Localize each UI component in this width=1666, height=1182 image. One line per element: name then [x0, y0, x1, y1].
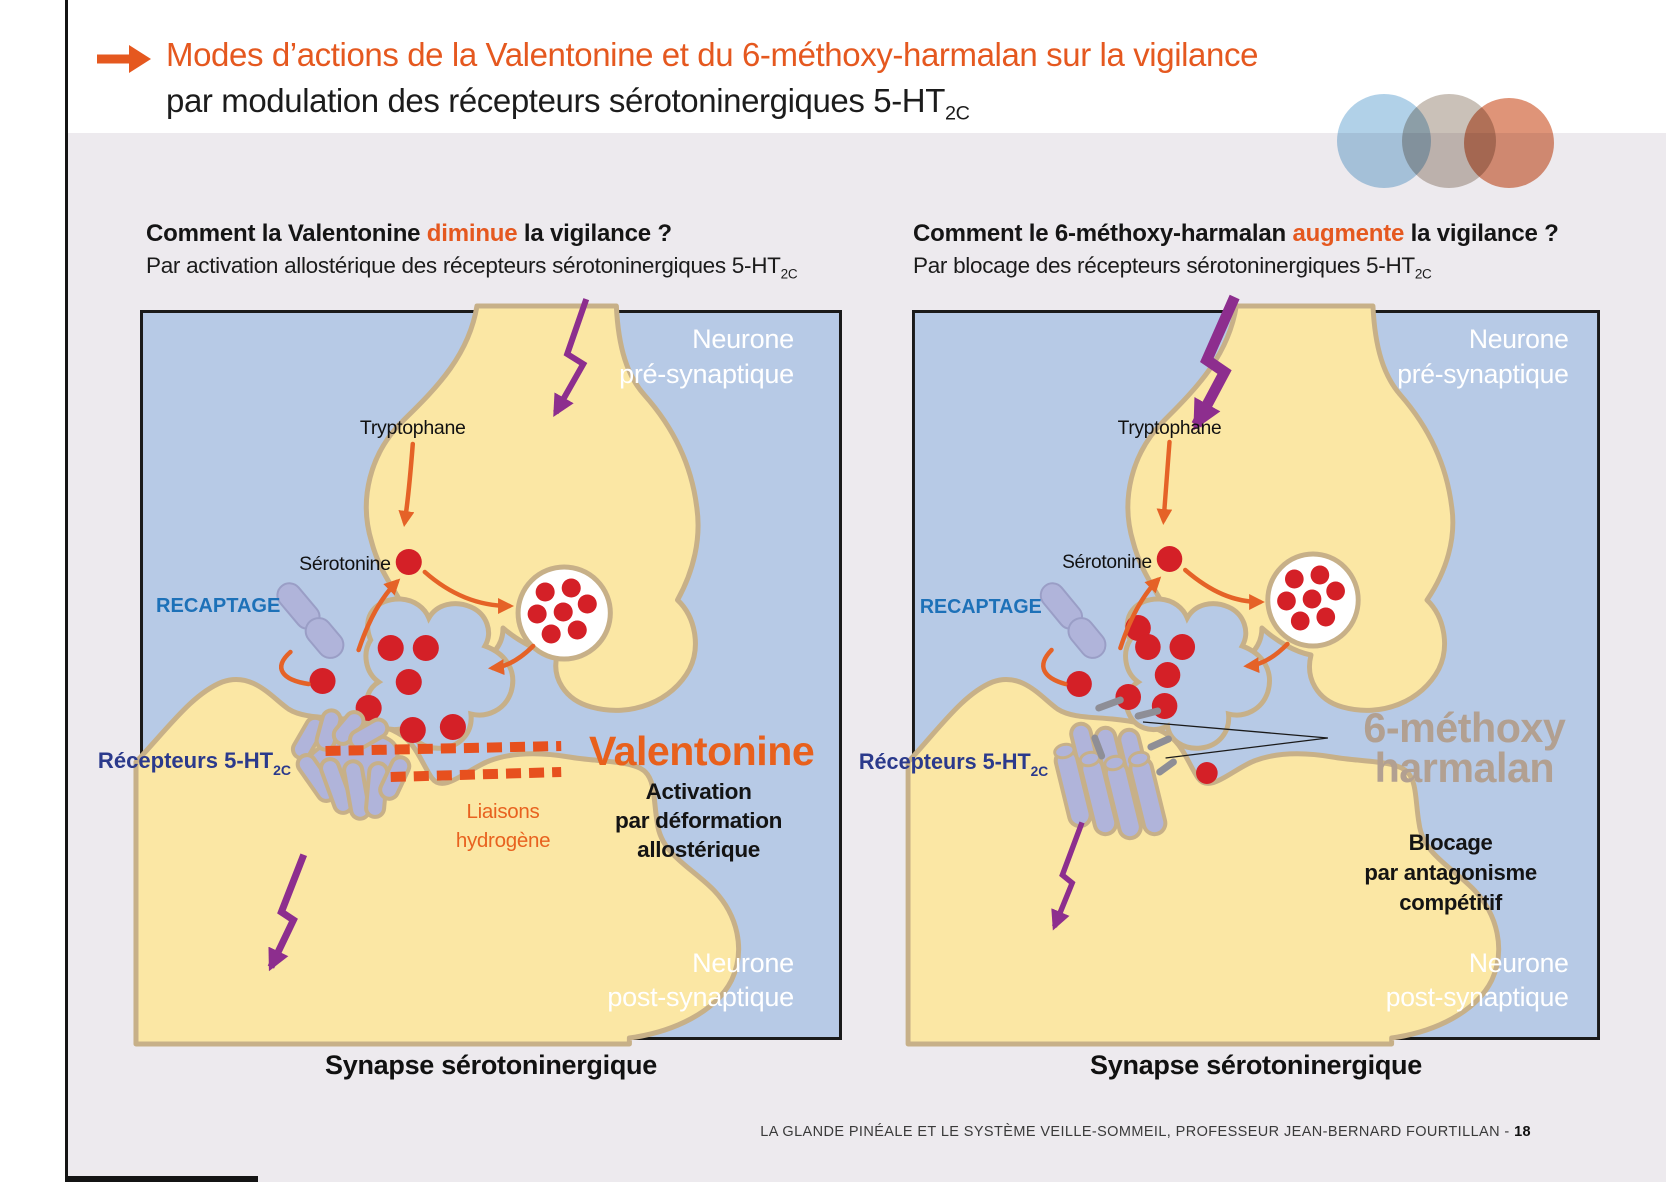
right-question-heading: Comment le 6-méthoxy-harmalan augmente l… — [913, 220, 1643, 282]
serotonin-to-vesicle-arrow — [1183, 567, 1265, 610]
drug-name-line2: harmalan — [1375, 744, 1555, 791]
receptors-label: Récepteurs 5-HT2C — [98, 748, 291, 778]
mechanism-line2: par déformation — [615, 808, 782, 833]
nerve-impulse-bolt-top-icon — [1191, 294, 1240, 431]
recaptage-label: RECAPTAGE — [156, 595, 280, 617]
receptors-label-main: Récepteurs 5-HT — [98, 748, 274, 773]
left-question-subtitle: Par activation allostérique des récepteu… — [146, 253, 876, 282]
nerve-impulse-bolt-bottom-icon — [267, 853, 308, 972]
page-title: Modes d’actions de la Valentonine et du … — [166, 36, 1259, 73]
hydrogen-bond-dashes — [325, 741, 562, 782]
tryptophane-to-serotonin-arrow — [1156, 439, 1173, 525]
footer-text: LA GLANDE PINÉALE ET LE SYSTÈME VEILLE-S… — [760, 1124, 1515, 1140]
bottom-left-bar — [66, 1176, 258, 1182]
left-margin-rule — [65, 0, 68, 1182]
footer: LA GLANDE PINÉALE ET LE SYSTÈME VEILLE-S… — [760, 1124, 1531, 1140]
post-synaptic-label-line2: post-synaptique — [1386, 982, 1569, 1012]
left-question-highlight: diminue — [426, 220, 518, 247]
mechanism-line2: par antagonisme — [1364, 860, 1536, 885]
blocked-serotonin-dot — [1196, 762, 1218, 784]
left-question-heading: Comment la Valentonine diminue la vigila… — [146, 220, 876, 282]
post-synaptic-neuron — [905, 677, 1502, 1047]
serotonine-label: Sérotonine — [1062, 552, 1152, 573]
drug-name-line1: 6-méthoxy — [1363, 704, 1565, 751]
title-arrow-icon — [97, 45, 151, 73]
right-question-line: Comment le 6-méthoxy-harmalan augmente l… — [913, 220, 1643, 248]
vesicle — [515, 564, 613, 662]
drug-name-valentonine: Valentonine — [589, 728, 814, 774]
bonds-label-line1: Liaisons — [467, 800, 540, 823]
page-number: 18 — [1514, 1124, 1531, 1140]
right-synapse-diagram: Neurone pré-synaptique Tryptophane Sérot… — [859, 294, 1600, 1047]
mechanism-line3: compétitif — [1399, 890, 1503, 915]
serotonine-label: Sérotonine — [299, 553, 391, 575]
post-synaptic-label-line1: Neurone — [692, 948, 794, 978]
receptors-label-sub: 2C — [273, 762, 291, 778]
page-subtitle-text: par modulation des récepteurs sérotonine… — [166, 82, 945, 119]
post-synaptic-label-line2: post-synaptique — [607, 982, 793, 1012]
mechanism-line3: allostérique — [637, 837, 760, 862]
recaptage-arc — [1041, 647, 1068, 687]
right-question-highlight: augmente — [1292, 220, 1405, 247]
left-subtitle-text: Par activation allostérique des récepteu… — [146, 253, 781, 278]
pre-synaptic-label-line2: pré-synaptique — [619, 359, 794, 389]
left-question-post: la vigilance ? — [517, 220, 672, 247]
recaptage-arc — [279, 649, 311, 687]
right-subtitle-text: Par blocage des récepteurs sérotoninergi… — [913, 253, 1415, 278]
left-question-pre: Comment la Valentonine — [146, 220, 427, 247]
serotonin-dot — [395, 549, 422, 575]
nerve-impulse-bolt-bottom-icon — [1051, 821, 1085, 931]
left-caption: Synapse sérotoninergique — [325, 1050, 657, 1080]
left-synapse-diagram: Neurone pré-synaptique Tryptophane Sérot… — [98, 298, 842, 1047]
tryptophane-label: Tryptophane — [1118, 418, 1222, 439]
recaptage-transporter — [276, 582, 345, 659]
receptors-label-sub: 2C — [1031, 763, 1049, 779]
nerve-impulse-bolt-top-icon — [553, 298, 590, 417]
receptors-label-main: Récepteurs 5-HT — [859, 749, 1031, 774]
recycle-up-arrow — [1118, 576, 1162, 651]
left-subtitle-subscript: 2C — [780, 266, 798, 282]
serotonin-released-dots — [1066, 615, 1196, 719]
decorative-circles — [1337, 94, 1554, 188]
tryptophane-label: Tryptophane — [360, 417, 466, 439]
receptor-cluster-5ht2c — [1053, 721, 1168, 841]
serotonin-to-vesicle-arrow — [422, 569, 515, 614]
pointer-lines — [1142, 721, 1328, 759]
right-question-post: la vigilance ? — [1404, 220, 1559, 247]
vesicle-to-cleft-arrow — [1243, 641, 1290, 674]
serotonin-released-dots — [309, 635, 466, 743]
left-question-line: Comment la Valentonine diminue la vigila… — [146, 220, 876, 248]
receptors-label: Récepteurs 5-HT2C — [859, 749, 1048, 779]
orange-circle — [1464, 98, 1554, 188]
recaptage-label: RECAPTAGE — [920, 596, 1042, 618]
right-caption: Synapse sérotoninergique — [1090, 1050, 1422, 1080]
tryptophane-to-serotonin-arrow — [398, 441, 416, 527]
blockade-dashes — [1091, 696, 1177, 776]
vesicle-to-cleft-arrow — [488, 643, 536, 676]
page-subtitle: par modulation des récepteurs sérotonine… — [166, 82, 970, 126]
pre-synaptic-label-line1: Neurone — [692, 324, 794, 354]
serotonin-dot — [1156, 546, 1183, 572]
recycle-up-arrow — [356, 578, 401, 653]
pre-synaptic-label-line2: pré-synaptique — [1397, 359, 1568, 389]
right-subtitle-subscript: 2C — [1414, 266, 1432, 282]
bonds-label-line2: hydrogène — [456, 829, 550, 852]
recaptage-transporter — [1039, 582, 1107, 659]
blue-circle — [1337, 94, 1431, 188]
right-question-subtitle: Par blocage des récepteurs sérotoninergi… — [913, 253, 1643, 282]
mechanism-line1: Blocage — [1409, 830, 1493, 855]
vesicle — [1265, 551, 1361, 649]
page-subtitle-subscript: 2C — [944, 102, 970, 125]
post-synaptic-label-line1: Neurone — [1469, 948, 1569, 978]
mechanism-line1: Activation — [646, 779, 752, 804]
pre-synaptic-label-line1: Neurone — [1469, 324, 1569, 354]
right-question-pre: Comment le 6-méthoxy-harmalan — [913, 220, 1293, 247]
